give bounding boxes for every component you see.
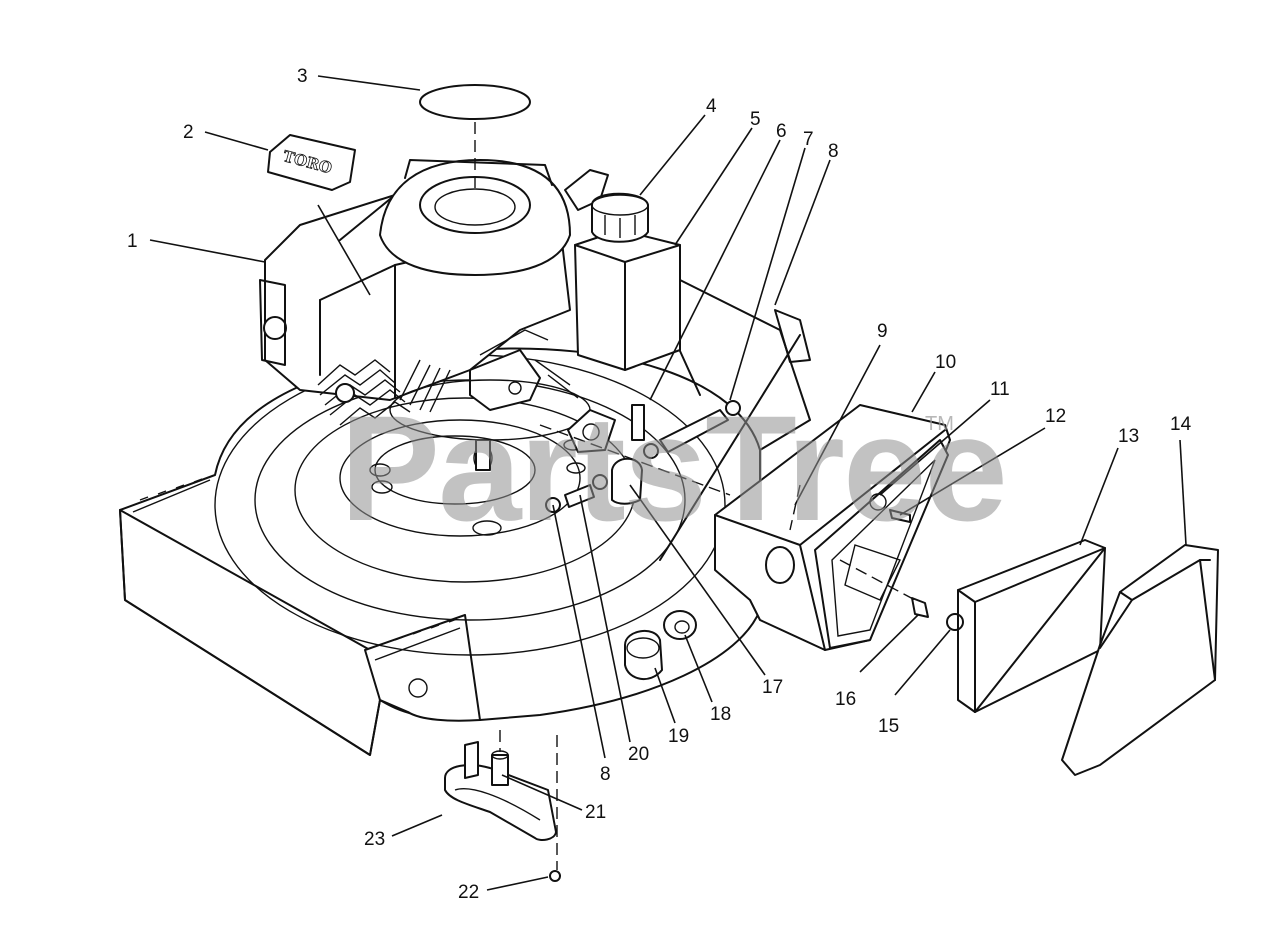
callout-15: 15 xyxy=(878,716,899,737)
callout-10: 10 xyxy=(935,352,956,373)
callout-21: 21 xyxy=(585,802,606,823)
callout-3: 3 xyxy=(297,66,308,87)
logo-decal: TORO xyxy=(267,134,356,191)
callout-18: 18 xyxy=(710,704,731,725)
callout-14: 14 xyxy=(1170,414,1192,435)
assembly-lines xyxy=(474,122,916,870)
callout-2: 2 xyxy=(183,122,194,143)
callout-20: 20 xyxy=(628,744,649,765)
watermark-tm: TM xyxy=(925,413,954,435)
callout-7: 7 xyxy=(803,129,814,150)
callout-17: 17 xyxy=(762,677,783,698)
callout-9: 9 xyxy=(877,321,888,342)
callout-23: 23 xyxy=(364,829,385,850)
blade-adapter xyxy=(444,741,561,882)
air-cleaner-body xyxy=(714,404,951,651)
callout-4: 4 xyxy=(706,96,717,117)
grommets xyxy=(624,610,697,680)
callout-6: 6 xyxy=(776,121,787,142)
leader-lines xyxy=(149,75,1187,891)
callout-8b: 8 xyxy=(600,764,611,785)
fuel-tank xyxy=(574,192,681,371)
callout-19: 19 xyxy=(668,726,689,747)
oval-decal xyxy=(419,84,531,120)
callout-13: 13 xyxy=(1118,426,1139,447)
callout-12: 12 xyxy=(1045,406,1066,427)
watermark-text: PartsTree xyxy=(340,384,1006,552)
callout-1: 1 xyxy=(127,231,138,252)
filter-element xyxy=(957,539,1106,713)
callout-22: 22 xyxy=(458,882,479,903)
logo-text: TORO xyxy=(281,147,334,177)
air-cleaner-cover xyxy=(1061,544,1219,776)
callout-11: 11 xyxy=(990,379,1010,400)
callout-labels: 1 2 3 4 5 6 7 8 9 10 11 12 13 14 15 16 1… xyxy=(127,66,1192,903)
callout-8a: 8 xyxy=(828,141,839,162)
callout-5: 5 xyxy=(750,109,761,130)
callout-16: 16 xyxy=(835,689,856,710)
